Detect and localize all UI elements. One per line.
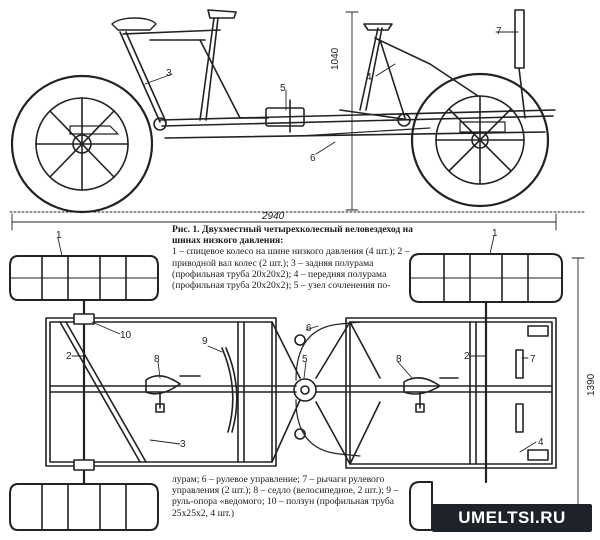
side-callout-4: 4 bbox=[366, 72, 372, 83]
plan-callout-10: 10 bbox=[120, 330, 132, 341]
width-dimension-label: 1390 bbox=[586, 373, 597, 396]
plan-view bbox=[9, 235, 585, 531]
plan-callout-8-right: 8 bbox=[396, 354, 402, 365]
plan-dimensions bbox=[571, 257, 585, 529]
side-front-wheel bbox=[410, 72, 550, 208]
plan-joint bbox=[293, 334, 317, 440]
figure-caption-body: 1 – спицевое колесо на шине низкого давл… bbox=[172, 246, 410, 292]
plan-callout-7: 7 bbox=[530, 354, 536, 365]
site-watermark: UMELTSI.RU bbox=[432, 504, 592, 532]
figure-caption-title: Рис. 1. Двухместный четырехколесный вело… bbox=[172, 224, 413, 247]
plan-callout-9: 9 bbox=[202, 336, 208, 347]
plan-wheel-front-bottom bbox=[409, 481, 433, 531]
plan-callout-2-right: 2 bbox=[464, 351, 470, 362]
plan-callout-6: 6 bbox=[306, 323, 312, 334]
side-dimensions bbox=[9, 11, 586, 231]
plan-callout-5: 5 bbox=[302, 354, 308, 365]
side-callout-3: 3 bbox=[166, 68, 172, 79]
plan-callout-8-left: 8 bbox=[154, 354, 160, 365]
figure-caption-continued: лурам; 6 – рулевое управление; 7 – рычаг… bbox=[172, 474, 399, 519]
plan-callout-3: 3 bbox=[180, 439, 186, 450]
plan-wheel-rear-bottom bbox=[9, 483, 159, 531]
figure-caption: Рис. 1. Двухместный четырехколесный вело… bbox=[172, 224, 416, 291]
plan-wheel-front-top bbox=[409, 253, 563, 303]
plan-rear-frame bbox=[45, 313, 301, 471]
plan-wheel-rear-top bbox=[9, 255, 159, 301]
side-frame bbox=[69, 9, 556, 139]
height-dimension-label: 1040 bbox=[330, 47, 341, 70]
side-callout-7: 7 bbox=[496, 26, 502, 37]
side-callout-5: 5 bbox=[280, 83, 286, 94]
side-callout-6: 6 bbox=[310, 153, 316, 164]
side-view bbox=[9, 9, 586, 231]
plan-callout-2-left: 2 bbox=[66, 351, 72, 362]
plan-leaders bbox=[57, 235, 537, 453]
plan-callout-4: 4 bbox=[538, 437, 544, 448]
length-dimension-label: 2940 bbox=[261, 211, 285, 222]
plan-front-frame bbox=[315, 317, 557, 469]
side-rear-wheel bbox=[10, 74, 154, 214]
plan-callout-1-left: 1 bbox=[56, 230, 62, 241]
plan-callout-1-right: 1 bbox=[492, 228, 498, 239]
